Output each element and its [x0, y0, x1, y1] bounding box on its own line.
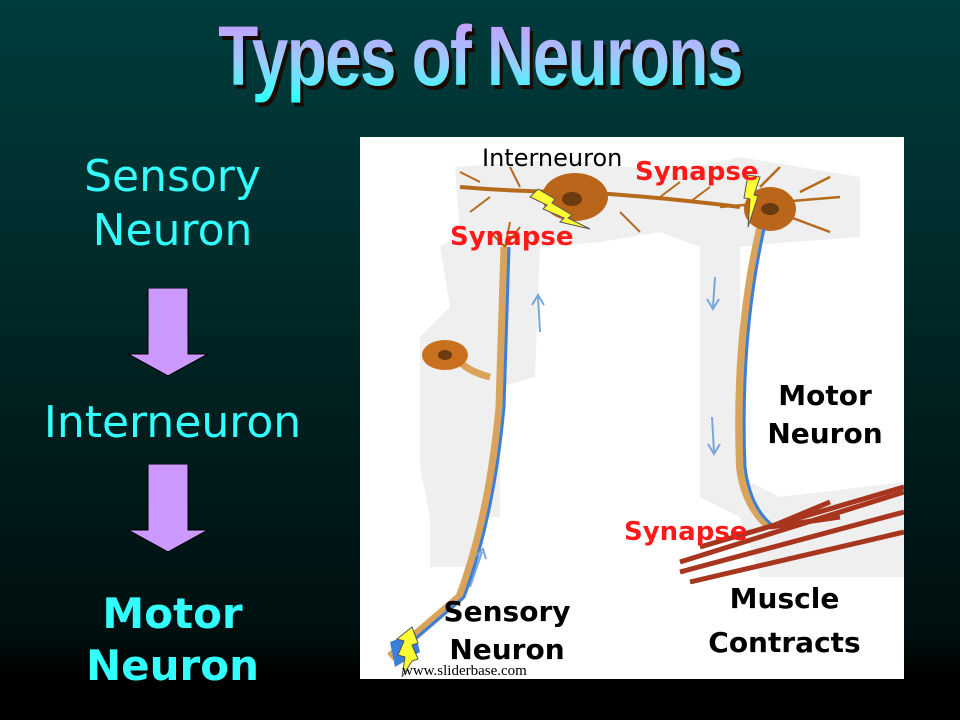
- synapse-label-top-right: Synapse: [635, 157, 759, 187]
- flow-step-sensory-line2: Neuron: [92, 205, 253, 256]
- flow-step-motor-line1: Motor: [102, 589, 243, 638]
- slide-title: Types of Neurons: [218, 9, 743, 103]
- interneuron-cell: [459, 166, 741, 233]
- sensory-neuron-label-line1: Sensory: [443, 595, 571, 628]
- flow-step-sensory-neuron: Sensory Neuron: [0, 150, 345, 258]
- muscle-fibers: [679, 484, 904, 585]
- flow-step-motor-neuron: Motor Neuron: [0, 588, 345, 692]
- interneuron-label: Interneuron: [482, 144, 623, 172]
- muscle-contracts-label: Muscle Contracts: [692, 577, 877, 665]
- synapse-label-bottom: Synapse: [624, 517, 748, 547]
- neuron-pathway-diagram: Interneuron Synapse Synapse Synapse Moto…: [360, 137, 904, 679]
- lightning-bolt-icon: [743, 174, 761, 228]
- synapse-label-top-left: Synapse: [450, 222, 574, 252]
- muscle-contracts-label-line1: Muscle: [729, 582, 840, 615]
- motor-neuron-label-line1: Motor: [778, 379, 872, 412]
- motor-neuron-label: Motor Neuron: [755, 377, 895, 453]
- neuron-illustration: [387, 157, 904, 678]
- diagram-background-patches: [420, 157, 904, 577]
- watermark: www.sliderbase.com: [402, 663, 527, 679]
- flow-step-motor-line2: Neuron: [85, 641, 259, 690]
- flow-step-interneuron: Interneuron: [43, 397, 302, 448]
- signal-direction-arrow-icon: [469, 276, 721, 588]
- flow-step-sensory-line1: Sensory: [84, 151, 261, 202]
- sensory-neuron-label: Sensory Neuron: [432, 593, 582, 669]
- lightning-bolt-icon: [529, 188, 591, 230]
- motor-neuron-label-line2: Neuron: [767, 417, 883, 450]
- lightning-bolt-icon: [395, 626, 419, 678]
- sensory-neuron-label-line2: Neuron: [449, 633, 565, 666]
- down-arrow-icon: [128, 464, 208, 552]
- down-arrow-icon: [128, 288, 208, 376]
- muscle-contracts-label-line2: Contracts: [708, 626, 861, 659]
